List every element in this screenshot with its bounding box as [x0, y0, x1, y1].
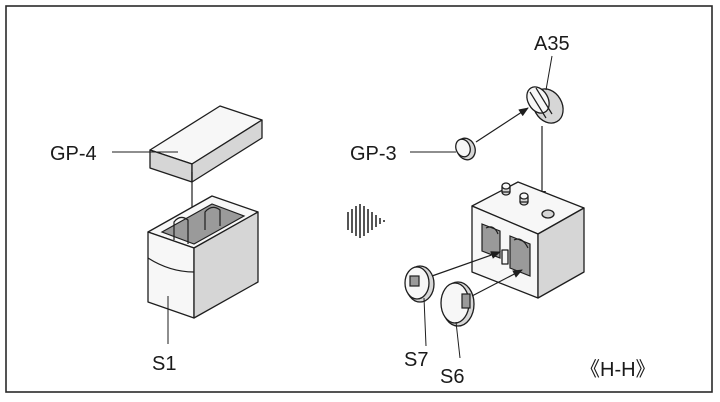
view-label: 《H-H》	[580, 359, 656, 381]
s6-label: S6	[440, 366, 464, 388]
s1-holder	[147, 195, 259, 319]
gp4-label: GP-4	[50, 143, 97, 165]
s6-leader	[455, 321, 461, 359]
s7-label: S7	[404, 349, 428, 371]
s6-cap	[440, 281, 475, 327]
a35-lamp	[526, 86, 564, 124]
gp3-lens	[455, 137, 476, 161]
a35-leader	[545, 55, 553, 91]
s7-leader	[423, 297, 427, 347]
s7-cap	[404, 265, 435, 303]
gp4-pad	[149, 105, 263, 183]
a35-label: A35	[534, 33, 570, 55]
main-housing	[471, 181, 585, 299]
gp3-label: GP-3	[350, 143, 397, 165]
s6-arrow	[471, 269, 523, 297]
s7-arrow	[431, 251, 501, 277]
diagram-frame	[5, 5, 713, 393]
view-direction-arrow-icon	[347, 204, 385, 238]
s1-label: S1	[152, 353, 176, 375]
gp3-arrow	[475, 107, 529, 143]
